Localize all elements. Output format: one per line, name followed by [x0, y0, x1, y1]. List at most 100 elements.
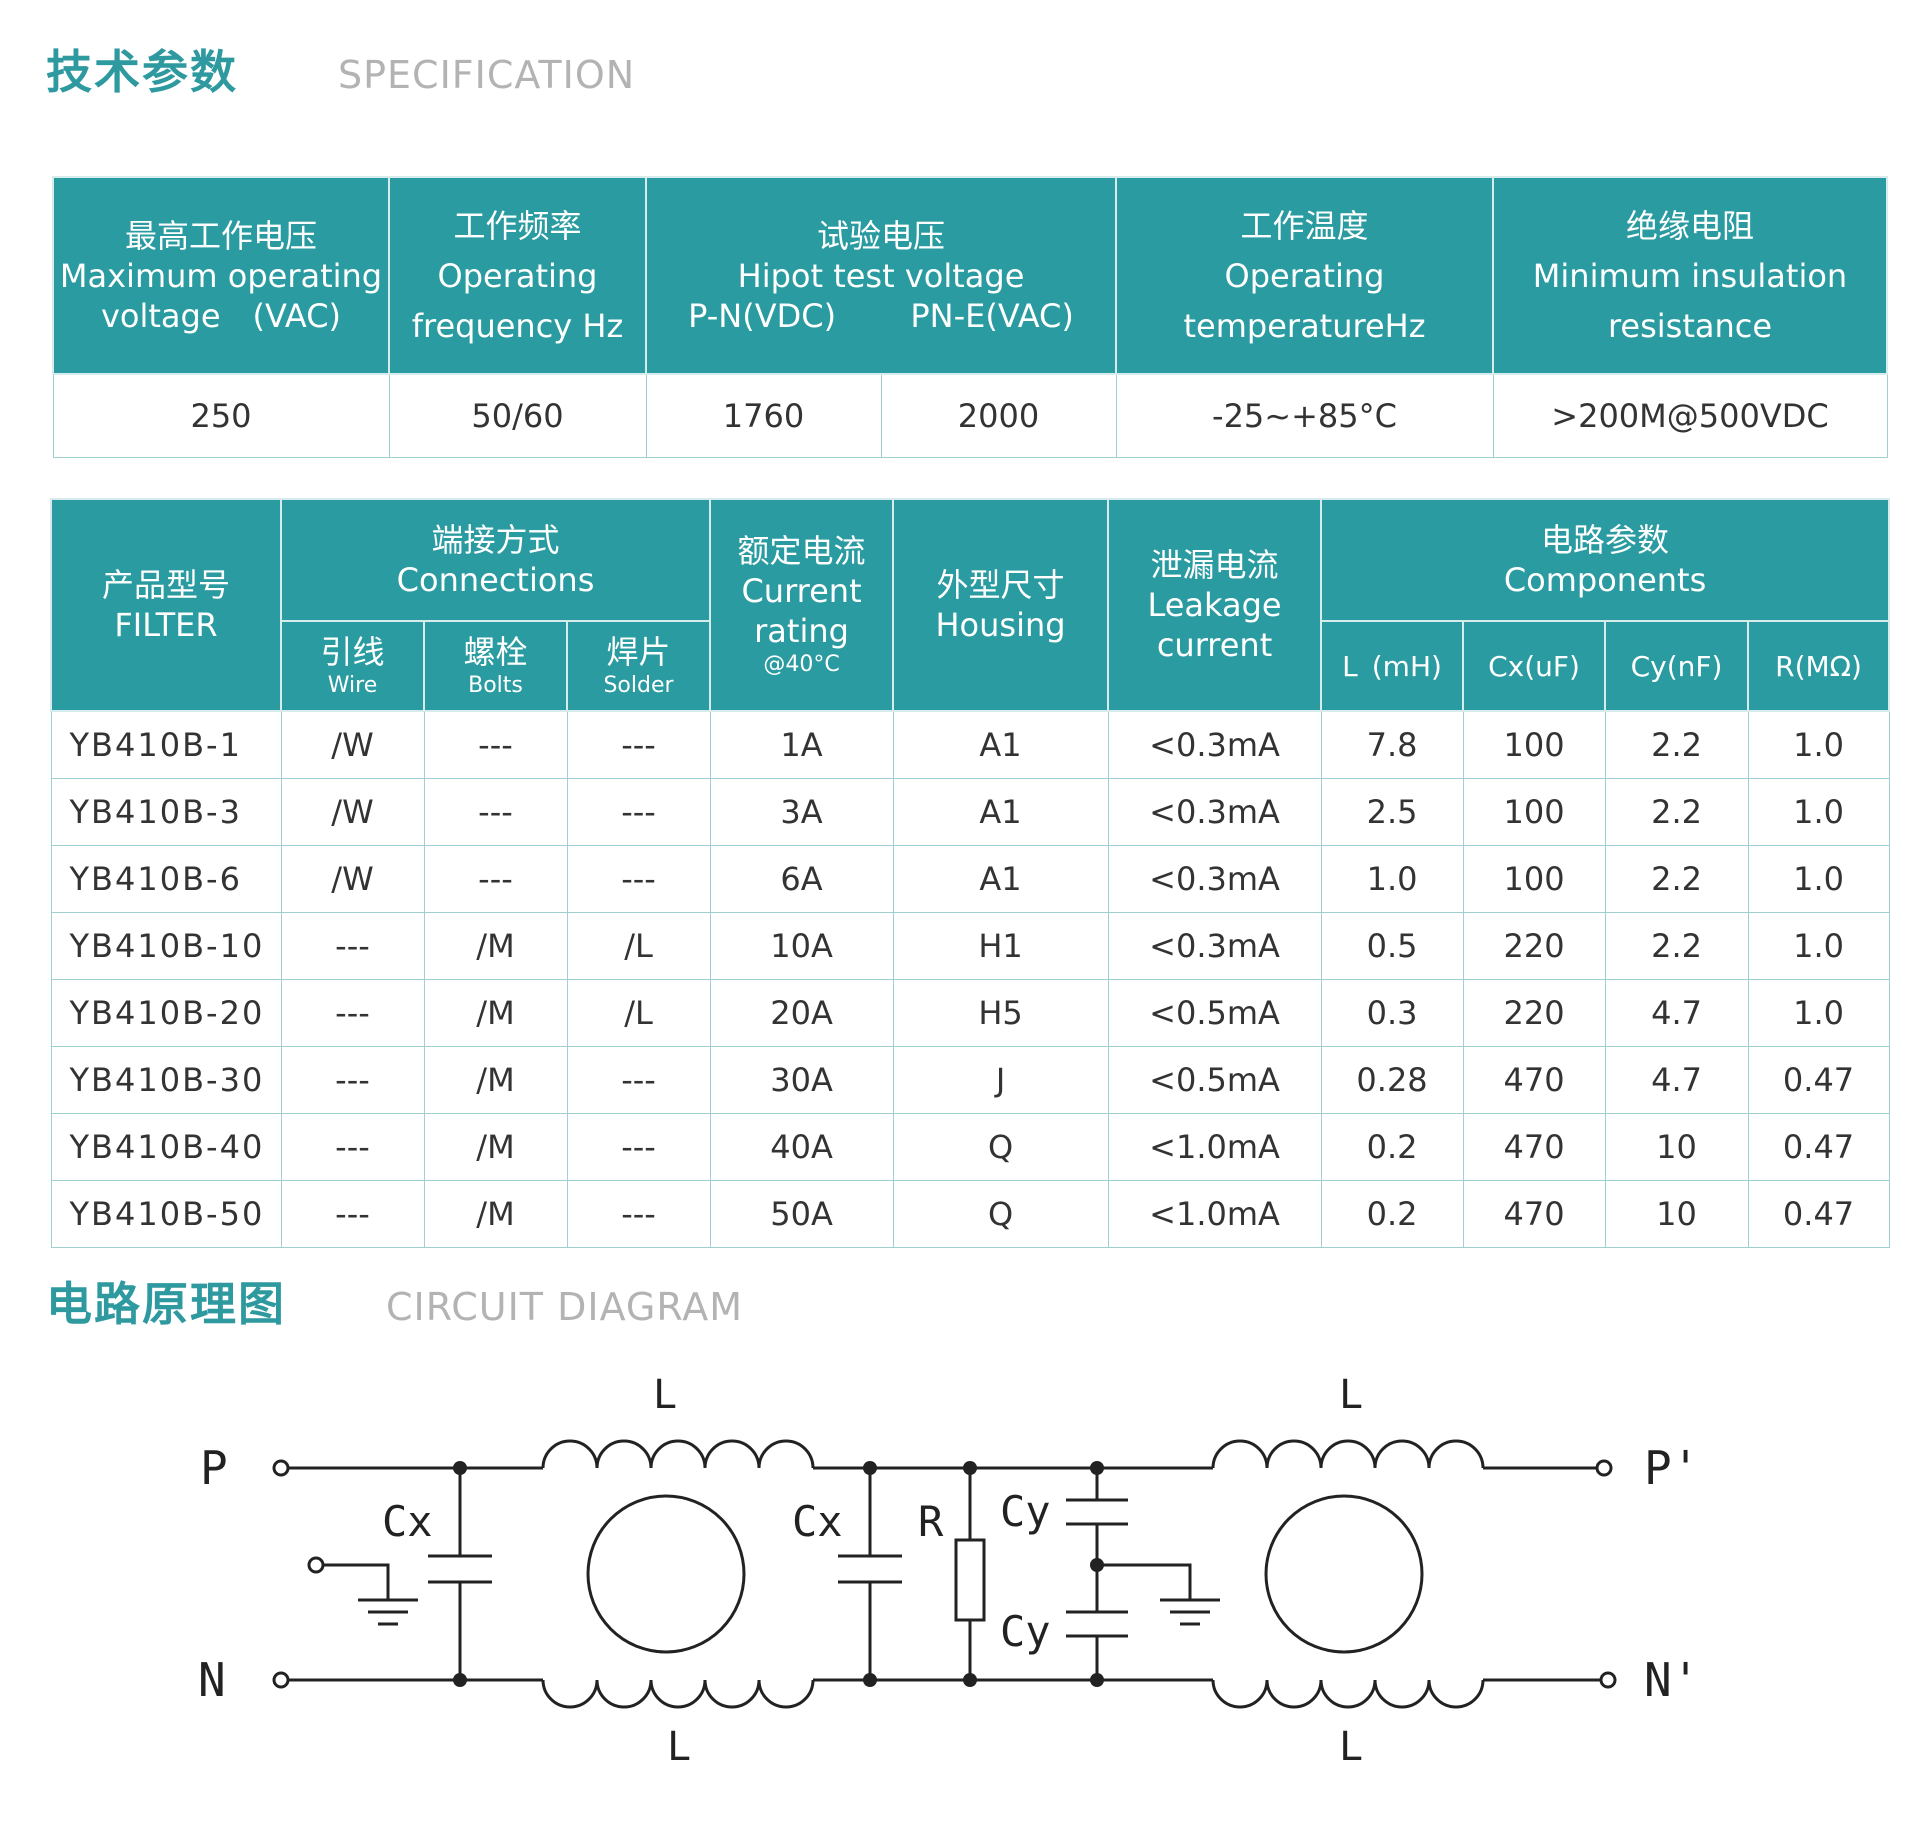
cell-bolts: /M — [423, 1113, 568, 1181]
cell-leakage: <1.0mA — [1107, 1113, 1322, 1181]
cell-wire: /W — [280, 778, 425, 846]
spec-value-temperature: -25~+85°C — [1115, 373, 1494, 458]
header-housing: 外型尺寸 Housing — [892, 498, 1110, 712]
cell-bolts: --- — [423, 845, 568, 913]
header-en: Components — [1503, 561, 1707, 599]
cell-cy: 4.7 — [1604, 979, 1749, 1047]
inductor-bottom-left — [541, 1679, 815, 1709]
cell-wire: --- — [280, 1113, 425, 1181]
label-n: N — [198, 1653, 226, 1707]
cell-housing: A1 — [892, 778, 1109, 846]
spec-title-cn: 技术参数 — [46, 45, 238, 99]
header-en: rating — [754, 612, 849, 651]
label-r: R — [918, 1497, 944, 1546]
circuit-title-cn: 电路原理图 — [46, 1277, 286, 1331]
spec-header-temperature: 工作温度 Operating temperatureHz — [1115, 176, 1494, 375]
resistor-r — [954, 1538, 986, 1622]
cell-cy: 10 — [1604, 1113, 1749, 1181]
header-en: Minimum insulation — [1532, 256, 1848, 295]
cell-cy: 2.2 — [1604, 710, 1749, 779]
spec-header-insulation: 绝缘电阻 Minimum insulation resistance — [1492, 176, 1888, 375]
label-cx-2: Cx — [792, 1497, 843, 1546]
spec-value-row: 250 50/60 1760 2000 -25~+85°C >200M@500V… — [52, 373, 1888, 458]
cell-r: 1.0 — [1747, 912, 1890, 980]
cell-l: 0.2 — [1320, 1180, 1464, 1248]
cell-l: 7.8 — [1320, 710, 1464, 779]
cell-bolts: /M — [423, 912, 568, 980]
cell-solder: --- — [566, 778, 711, 846]
cell-solder: --- — [566, 1180, 711, 1248]
header-connections: 端接方式 Connections — [279, 498, 712, 622]
cell-l: 0.28 — [1320, 1046, 1464, 1114]
cell-housing: H5 — [892, 979, 1109, 1047]
header-cy: Cy(nF) — [1604, 620, 1750, 712]
inductor-top-left — [541, 1439, 815, 1469]
cell-wire: --- — [280, 912, 425, 980]
cell-cx: 220 — [1462, 979, 1606, 1047]
header-en: Leakage — [1147, 586, 1282, 624]
header-note: @40°C — [763, 652, 840, 678]
header-en: Operating — [437, 256, 598, 295]
cell-model: YB410B-10 — [50, 912, 282, 980]
header-cn: 最高工作电压 — [124, 216, 317, 255]
header-cn: 试验电压 — [816, 216, 945, 255]
cell-solder: /L — [566, 912, 711, 980]
header-en: Solder — [603, 673, 674, 699]
cell-current: 40A — [709, 1113, 894, 1181]
cell-model: YB410B-40 — [50, 1113, 282, 1181]
spec-value-hipot-pn: 1760 — [645, 373, 882, 458]
header-en: frequency Hz — [411, 306, 624, 345]
cell-housing: H1 — [892, 912, 1109, 980]
cell-solder: --- — [566, 845, 711, 913]
product-header-row-2: 引线 Wire 螺栓 Bolts 焊片 Solder L (mH) Cx(uF)… — [51, 620, 1891, 712]
product-table: 产品型号 FILTER 端接方式 Connections 额定电流 Curren… — [50, 498, 1891, 1248]
inductor-bottom-right — [1211, 1679, 1485, 1709]
cell-r: 1.0 — [1747, 710, 1890, 779]
header-cn: 额定电流 — [737, 532, 866, 571]
cell-l: 0.3 — [1320, 979, 1464, 1047]
cell-current: 10A — [709, 912, 894, 980]
header-cx: Cx(uF) — [1462, 620, 1607, 712]
cell-leakage: <0.5mA — [1107, 979, 1322, 1047]
cell-l: 0.5 — [1320, 912, 1464, 980]
cell-current: 30A — [709, 1046, 894, 1114]
cell-cy: 2.2 — [1604, 912, 1749, 980]
cell-cy: 4.7 — [1604, 1046, 1749, 1114]
cell-current: 3A — [709, 778, 894, 846]
header-en: Wire — [327, 673, 378, 699]
label-p-out: P' — [1644, 1441, 1699, 1495]
hipot-pn-label: P-N(VDC) — [688, 296, 837, 335]
cell-l: 0.2 — [1320, 1113, 1464, 1181]
cell-cx: 100 — [1462, 710, 1606, 779]
spec-header-hipot: 试验电压 Hipot test voltage P-N(VDC) PN-E(VA… — [645, 176, 1117, 375]
header-cn: 工作温度 — [1240, 206, 1369, 245]
header-en: temperatureHz — [1183, 306, 1426, 345]
cell-current: 1A — [709, 710, 894, 779]
header-en: resistance — [1607, 306, 1773, 345]
cell-bolts: /M — [423, 1180, 568, 1248]
cell-leakage: <0.3mA — [1107, 710, 1322, 779]
cell-housing: Q — [892, 1180, 1109, 1248]
circuit-section-title: 电路原理图 CIRCUIT DIAGRAM — [46, 1268, 743, 1334]
label-cy-bottom: Cy — [1000, 1607, 1051, 1656]
header-cn: 焊片 — [606, 633, 671, 672]
cell-model: YB410B-30 — [50, 1046, 282, 1114]
header-cn: 引线 — [320, 633, 385, 672]
cell-solder: --- — [566, 1113, 711, 1181]
header-solder: 焊片 Solder — [565, 620, 712, 712]
header-cn: 工作频率 — [453, 206, 582, 245]
cell-r: 0.47 — [1747, 1113, 1890, 1181]
header-leakage: 泄漏电流 Leakage current — [1107, 498, 1323, 712]
spec-value-max-voltage: 250 — [52, 373, 390, 458]
cell-model: YB410B-6 — [50, 845, 282, 913]
header-wire: 引线 Wire — [280, 620, 425, 712]
cell-wire: /W — [280, 845, 425, 913]
header-en: Housing — [935, 606, 1066, 644]
cell-wire: --- — [280, 979, 425, 1047]
